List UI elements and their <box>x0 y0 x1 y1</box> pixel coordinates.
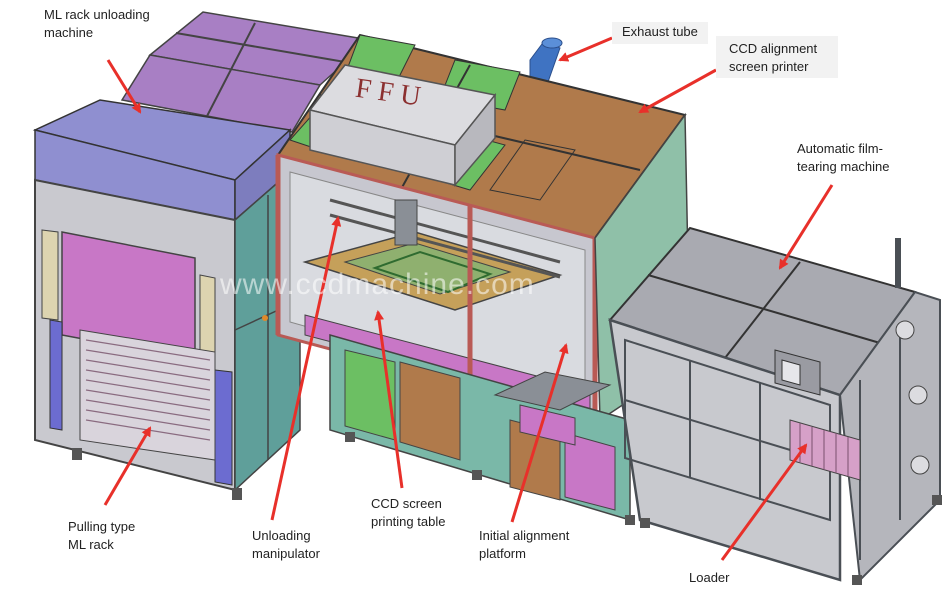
arrow-exhaust-tube <box>558 36 613 62</box>
ccd-screen-printer-body: F F U <box>275 33 691 525</box>
arrow-pulling-type-ml-rack <box>103 426 152 506</box>
label-ccd-alignment-screen-printer: CCD alignment screen printer <box>729 41 818 74</box>
film-tearing-loader-body <box>608 226 942 585</box>
arrow-initial-alignment-platform <box>510 343 569 523</box>
arrow-automatic-film-tearing-machine <box>778 184 834 270</box>
label-pulling-type-ml-rack: Pulling type ML rack <box>68 519 136 552</box>
arrow-ml-rack-unloading-machine <box>106 59 142 114</box>
label-exhaust-tube: Exhaust tube <box>622 24 698 39</box>
rack-unloader-top-panels <box>120 11 372 133</box>
label-box-ccd-alignment-screen-printer <box>716 36 838 78</box>
arrow-loader <box>720 443 808 561</box>
arrow-unloading-manipulator <box>270 216 342 521</box>
arrow-ccd-screen-printing-table <box>374 310 404 489</box>
label-ml-rack-unloading-machine: ML rack unloading machine <box>44 7 150 40</box>
label-automatic-film-tearing-machine: Automatic film- tearing machine <box>797 141 890 174</box>
arrow-ccd-alignment-screen-printer <box>638 68 717 114</box>
watermark-text: www.ccdmachine.com <box>220 268 535 301</box>
exhaust-tube-shape <box>529 37 563 83</box>
label-ccd-screen-printing-table: CCD screen printing table <box>371 496 446 529</box>
label-unloading-manipulator: Unloading manipulator <box>252 528 320 561</box>
label-loader: Loader <box>689 570 730 585</box>
label-initial-alignment-platform: Initial alignment platform <box>479 528 570 561</box>
callout-arrows <box>103 36 834 561</box>
label-box-exhaust-tube <box>612 22 708 44</box>
